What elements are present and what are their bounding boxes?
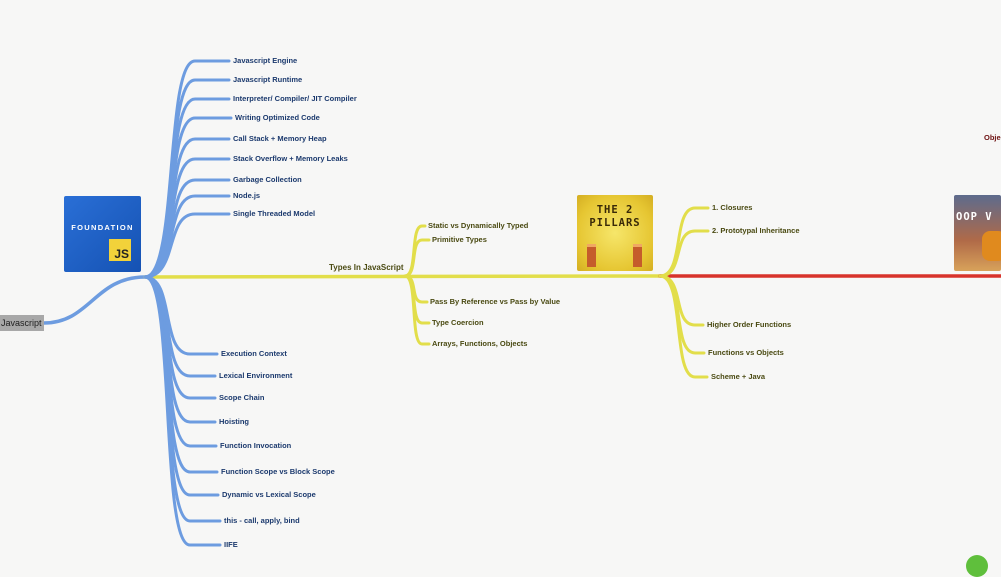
types-topic[interactable]: Arrays, Functions, Objects: [432, 339, 528, 348]
pillars-title: THE 2 PILLARS: [577, 204, 653, 230]
types-topic[interactable]: Pass By Reference vs Pass by Value: [430, 297, 561, 306]
foundation-topic[interactable]: Node.js: [233, 191, 261, 200]
oop-figure-icon: [982, 231, 1001, 261]
pillars-branch: [658, 229, 710, 278]
mindmap-connectors: [42, 59, 1001, 547]
types-branch: [403, 274, 431, 346]
pillars-branch: [658, 206, 710, 278]
foundation-topic[interactable]: Call Stack + Memory Heap: [233, 134, 327, 143]
oop-side-label[interactable]: Obje: [984, 133, 1001, 142]
pillars-topic[interactable]: 2. Prototypal Inheritance: [712, 226, 800, 235]
foundation-branch: [143, 212, 231, 279]
foundation-branch: [143, 59, 231, 279]
oop-image[interactable]: OOP V: [954, 195, 1001, 271]
foundation-topic[interactable]: Javascript Engine: [233, 56, 298, 65]
pillars-topic[interactable]: 1. Closures: [712, 203, 753, 212]
foundation-topic[interactable]: this - call, apply, bind: [224, 516, 300, 525]
oop-title: OOP V: [956, 211, 993, 223]
foundation-topic[interactable]: Hoisting: [219, 417, 249, 426]
pillars-branch: [658, 274, 709, 379]
foundation-topic[interactable]: Interpreter/ Compiler/ JIT Compiler: [233, 94, 357, 103]
types-topic[interactable]: Static vs Dynamically Typed: [428, 221, 529, 230]
types-node-label[interactable]: Types In JavaScript: [329, 263, 404, 272]
foundation-topic[interactable]: Garbage Collection: [233, 175, 302, 184]
types-topic[interactable]: Type Coercion: [432, 318, 484, 327]
root-node-javascript[interactable]: Javascript: [0, 315, 44, 331]
foundation-topic[interactable]: Function Invocation: [220, 441, 292, 450]
types-branch: [403, 238, 431, 278]
types-spine: [143, 274, 662, 279]
foundation-branch: [143, 97, 231, 279]
foundation-topic[interactable]: Writing Optimized Code: [235, 113, 320, 122]
pillars-title-line2: PILLARS: [589, 217, 641, 229]
foundation-topic[interactable]: Dynamic vs Lexical Scope: [222, 490, 316, 499]
foundation-topic[interactable]: Lexical Environment: [219, 371, 293, 380]
pillars-topic[interactable]: Scheme + Java: [711, 372, 765, 381]
root-to-foundation-branch: [42, 275, 147, 325]
foundation-topic[interactable]: Scope Chain: [219, 393, 265, 402]
foundation-topic[interactable]: Function Scope vs Block Scope: [221, 467, 335, 476]
foundation-topic[interactable]: Single Threaded Model: [233, 209, 316, 218]
foundation-topic[interactable]: Javascript Runtime: [233, 75, 303, 84]
foundation-topic[interactable]: IIFE: [224, 540, 238, 549]
pillars-branch: [658, 274, 705, 327]
two-pillars-image[interactable]: THE 2 PILLARS: [577, 195, 653, 271]
js-logo-icon: JS: [109, 239, 131, 261]
pillars-title-line1: THE 2: [596, 204, 634, 216]
column-icon: [587, 244, 596, 267]
foundation-title: FOUNDATION: [71, 223, 134, 232]
pillars-topic[interactable]: Functions vs Objects: [708, 348, 784, 357]
pillars-topic[interactable]: Higher Order Functions: [707, 320, 792, 329]
foundation-image[interactable]: FOUNDATION JS: [64, 196, 141, 272]
foundation-topic[interactable]: Execution Context: [221, 349, 287, 358]
green-circle-icon: [966, 555, 988, 577]
foundation-topic[interactable]: Stack Overflow + Memory Leaks: [233, 154, 348, 163]
foundation-branch: [143, 275, 222, 547]
column-icon: [633, 244, 642, 267]
types-topic[interactable]: Primitive Types: [432, 235, 487, 244]
